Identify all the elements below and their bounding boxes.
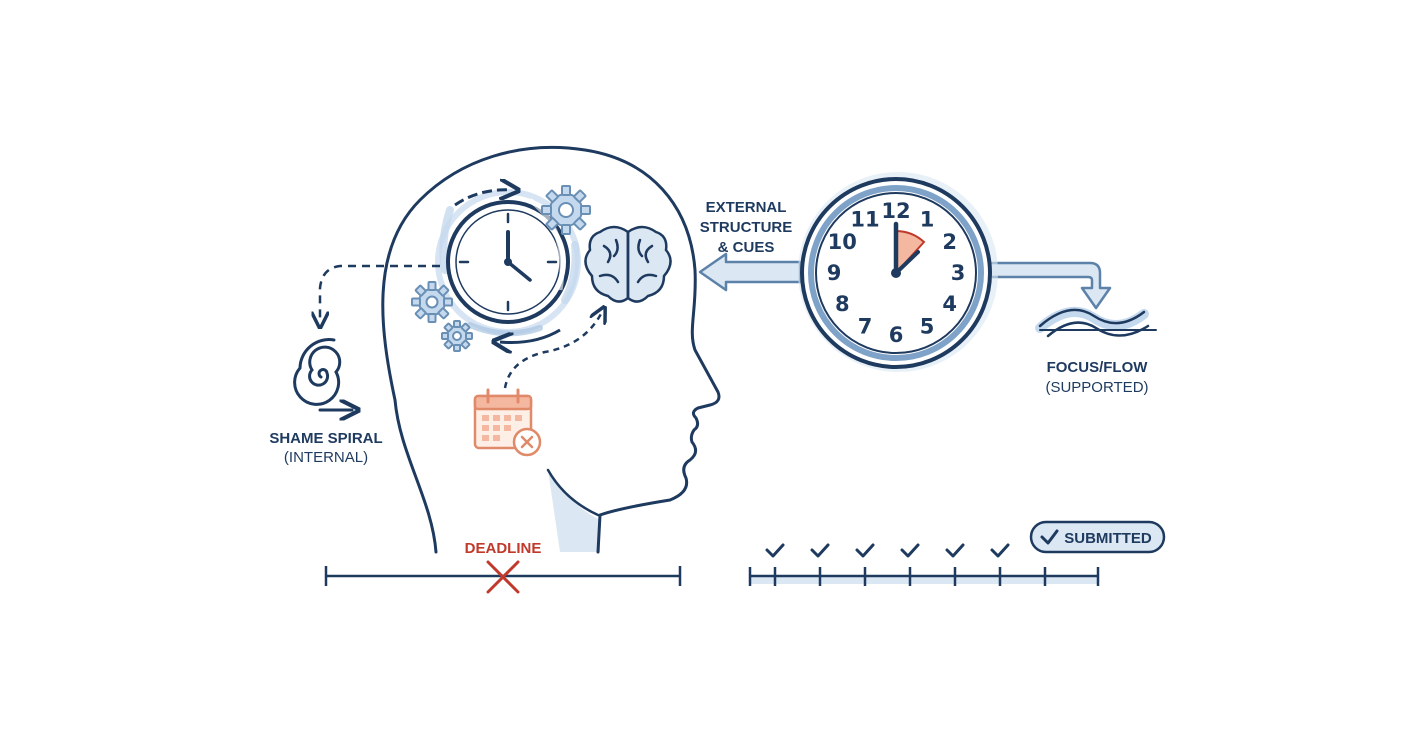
brain-icon [584, 225, 672, 303]
clock-number: 3 [951, 261, 966, 285]
submitted-label: SUBMITTED [1064, 530, 1152, 547]
clock-number: 11 [850, 207, 879, 231]
checkmark-icon [810, 543, 830, 558]
clock-number: 5 [920, 315, 935, 339]
checkmark-icon [945, 543, 965, 558]
progress-timeline [748, 567, 1100, 586]
x-mark-icon [486, 560, 520, 594]
wave-icon [1035, 307, 1157, 338]
external-label-line1: EXTERNAL [706, 199, 787, 216]
spiral-icon [293, 338, 352, 410]
checkmark-icon [765, 543, 785, 558]
structure-arrow-right [988, 261, 1112, 310]
submitted-badge: SUBMITTED [1029, 520, 1166, 554]
checkmark-icon [990, 543, 1010, 558]
clock-number: 1 [920, 207, 935, 231]
checkmark-icon [900, 543, 920, 558]
external-label-line3: & CUES [718, 239, 775, 256]
connector-arrow [503, 312, 602, 389]
calendar-missed-icon [473, 388, 542, 457]
checkmark-icon [1040, 529, 1059, 545]
clock-number: 9 [827, 261, 842, 285]
focus-flow-subtitle: (SUPPORTED) [1045, 379, 1148, 396]
head-profile-icon [381, 146, 721, 554]
structure-arrow-left [698, 252, 802, 292]
checkmark-icon [855, 543, 875, 558]
focus-flow-title: FOCUS/FLOW [1047, 359, 1149, 376]
shame-spiral-title: SHAME SPIRAL [269, 430, 382, 447]
clock-number: 12 [881, 199, 910, 223]
external-label-line2: STRUCTURE [700, 219, 793, 236]
shame-spiral-subtitle: (INTERNAL) [284, 449, 368, 466]
clock-number: 7 [858, 315, 873, 339]
clock-number: 6 [889, 323, 904, 347]
clock-number: 2 [942, 230, 957, 254]
clock-number: 8 [835, 292, 850, 316]
clock-number: 4 [942, 292, 957, 316]
gear-icon [411, 185, 591, 352]
progress-ticks [748, 567, 1100, 586]
blurred-clock-icon [435, 190, 581, 343]
progress-checks [765, 543, 1010, 558]
deadline-label: DEADLINE [465, 540, 542, 557]
dashed-arrow-to-spiral [320, 264, 440, 322]
clock-number: 10 [828, 230, 857, 254]
